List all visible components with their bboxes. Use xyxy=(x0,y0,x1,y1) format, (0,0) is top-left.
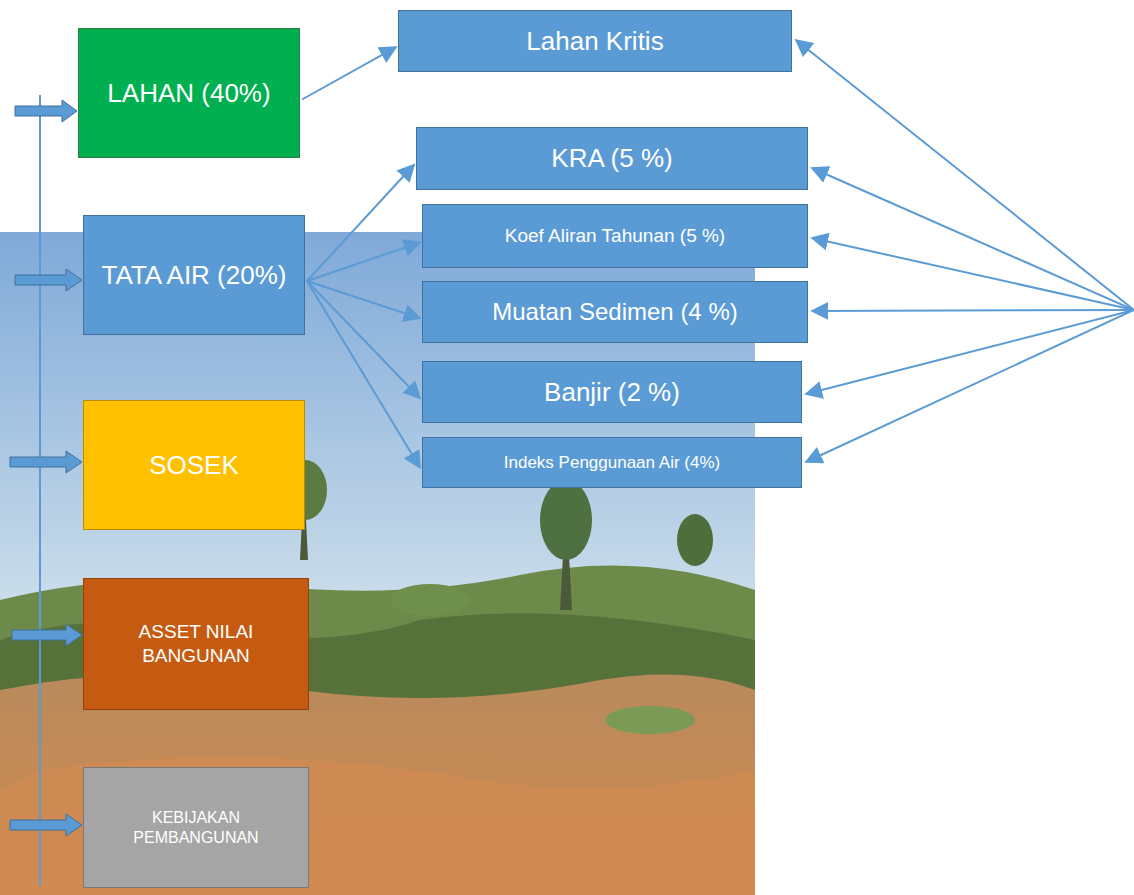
box-label: KEBIJAKAN PEMBANGUNAN xyxy=(94,808,298,848)
connector-arrow xyxy=(307,281,420,398)
connector-arrow xyxy=(307,281,420,468)
category-box: ASSET NILAI BANGUNAN xyxy=(83,578,309,710)
category-box: SOSEK xyxy=(83,400,305,530)
category-box: TATA AIR (20%) xyxy=(83,215,305,335)
box-label: Banjir (2 %) xyxy=(544,376,680,409)
box-label: LAHAN (40%) xyxy=(107,77,270,110)
criterion-box: Muatan Sedimen (4 %) xyxy=(422,281,808,343)
box-label: ASSET NILAI BANGUNAN xyxy=(94,620,298,668)
box-label: Indeks Penggunaan Air (4%) xyxy=(504,452,720,473)
box-label: Muatan Sedimen (4 %) xyxy=(492,297,737,327)
box-label: Koef Aliran Tahunan (5 %) xyxy=(505,224,725,248)
box-label: TATA AIR (20%) xyxy=(102,259,287,292)
connector-arrow xyxy=(302,47,396,99)
connector-arrow xyxy=(307,242,420,281)
right-fan-arrows xyxy=(796,40,1134,462)
box-label: SOSEK xyxy=(149,449,239,482)
criterion-box: Banjir (2 %) xyxy=(422,361,802,423)
criterion-box: KRA (5 %) xyxy=(416,127,808,190)
criterion-box: Indeks Penggunaan Air (4%) xyxy=(422,437,802,488)
criterion-box: Koef Aliran Tahunan (5 %) xyxy=(422,204,808,268)
category-box: LAHAN (40%) xyxy=(78,28,300,158)
category-box: KEBIJAKAN PEMBANGUNAN xyxy=(83,767,309,888)
left-bracket xyxy=(10,95,82,886)
box-label: Lahan Kritis xyxy=(526,25,663,58)
criterion-box: Lahan Kritis xyxy=(398,10,792,72)
box-label: KRA (5 %) xyxy=(551,142,672,175)
